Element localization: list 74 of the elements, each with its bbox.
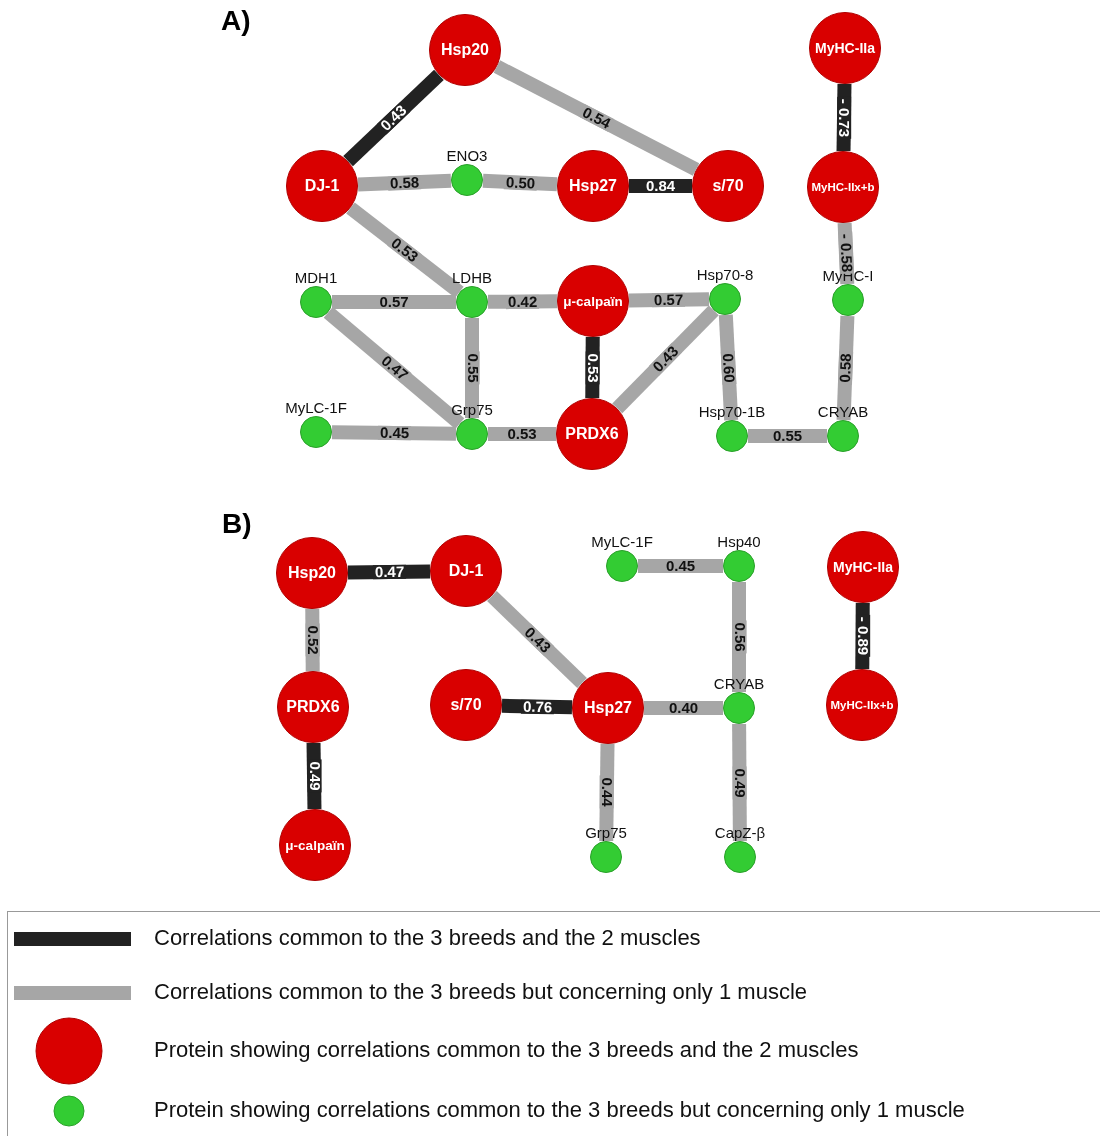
edge-label: 0.55 bbox=[771, 429, 805, 443]
legend-text: Protein showing correlations common to the 3 breeds but concerning only 1 muscle bbox=[154, 1097, 965, 1123]
edge-label: 0.43 bbox=[376, 101, 411, 135]
node-label: MDH1 bbox=[294, 269, 338, 286]
node-label: DJ-1 bbox=[448, 562, 484, 580]
edge-label: 0.50 bbox=[503, 174, 537, 191]
node-label: DJ-1 bbox=[304, 177, 340, 195]
node-label: LDHB bbox=[452, 269, 492, 286]
node-label: PRDX6 bbox=[565, 425, 619, 443]
edge-label: 0.56 bbox=[732, 620, 747, 654]
legend-text: Correlations common to the 3 breeds but concerning only 1 muscle bbox=[154, 979, 807, 1005]
edge-label: 0.58 bbox=[387, 174, 422, 191]
edge-label: 0.42 bbox=[505, 294, 540, 309]
node-label: Hsp40 bbox=[717, 533, 761, 550]
node-label: MyHC-IIx+b bbox=[811, 181, 875, 193]
edge-label: 0.44 bbox=[599, 775, 614, 810]
edge-label: 0.53 bbox=[505, 427, 539, 441]
correlation-line bbox=[323, 307, 465, 429]
node-label: s/70 bbox=[450, 696, 482, 714]
node-label: MyHC-IIx+b bbox=[830, 699, 894, 711]
correlation-line bbox=[482, 173, 558, 192]
edge-label: 0.57 bbox=[377, 295, 411, 309]
node-label: CRYAB bbox=[713, 675, 765, 692]
protein-circle bbox=[286, 150, 358, 222]
edge-label: 0.49 bbox=[732, 765, 747, 800]
correlation-line bbox=[612, 305, 719, 414]
node-label: Hsp27 bbox=[569, 177, 617, 195]
node-label: Hsp27 bbox=[584, 699, 632, 717]
edge-label: 0.57 bbox=[652, 292, 686, 308]
node-label: ENO3 bbox=[446, 147, 488, 164]
panel-label: B) bbox=[222, 508, 252, 540]
edge-label: 0.55 bbox=[465, 351, 480, 385]
correlation-line bbox=[493, 60, 700, 176]
node-label: Hsp20 bbox=[441, 41, 489, 59]
edge-label: 0.58 bbox=[838, 351, 854, 385]
node-label: μ-calpaïn bbox=[563, 293, 623, 309]
node-label: PRDX6 bbox=[286, 698, 340, 716]
edge-label: - 0.73 bbox=[837, 96, 852, 139]
edge-label: 0.45 bbox=[377, 425, 411, 441]
edge-label: 0.54 bbox=[578, 104, 615, 132]
correlation-line bbox=[346, 202, 464, 298]
node-label: s/70 bbox=[712, 177, 744, 195]
edge-label: 0.84 bbox=[644, 179, 678, 193]
legend-text: Correlations common to the 3 breeds and the 2 muscles bbox=[154, 925, 701, 951]
node-label: Hsp70-8 bbox=[696, 266, 754, 283]
node-label: μ-calpaïn bbox=[285, 837, 345, 853]
correlation-line bbox=[855, 602, 870, 670]
correlation-line bbox=[487, 590, 587, 689]
edge-label: 0.45 bbox=[664, 559, 698, 573]
node-label: Grp75 bbox=[451, 401, 493, 418]
edge-label: 0.60 bbox=[720, 350, 737, 385]
panel-label: A) bbox=[221, 5, 251, 37]
node-label: CapZ-β bbox=[714, 824, 766, 841]
protein-circle bbox=[429, 14, 501, 86]
edge-label: 0.53 bbox=[585, 350, 600, 385]
edge-label: 0.52 bbox=[305, 623, 320, 657]
edge-label: 0.49 bbox=[307, 759, 322, 793]
node-label: MyLC-1F bbox=[591, 533, 653, 550]
node-label: CRYAB bbox=[817, 403, 869, 420]
edge-label: 0.47 bbox=[372, 564, 406, 580]
node-label: Hsp70-1B bbox=[698, 403, 766, 420]
legend-text: Protein showing correlations common to the 3 breeds and the 2 muscles bbox=[154, 1037, 859, 1063]
edge-label: 0.76 bbox=[520, 699, 554, 714]
correlation-line bbox=[501, 698, 573, 715]
node-label: MyHC-IIa bbox=[815, 40, 875, 56]
node-label: MyHC-IIa bbox=[833, 559, 893, 575]
correlation-line bbox=[343, 69, 444, 167]
edge-label: 0.53 bbox=[387, 234, 423, 266]
node-label: Hsp20 bbox=[288, 564, 336, 582]
edge-label: 0.40 bbox=[667, 701, 701, 715]
edge-label: - 0.89 bbox=[855, 614, 870, 658]
node-label: Grp75 bbox=[585, 824, 627, 841]
node-label: MyLC-1F bbox=[285, 399, 347, 416]
edge-label: 0.47 bbox=[376, 351, 412, 385]
